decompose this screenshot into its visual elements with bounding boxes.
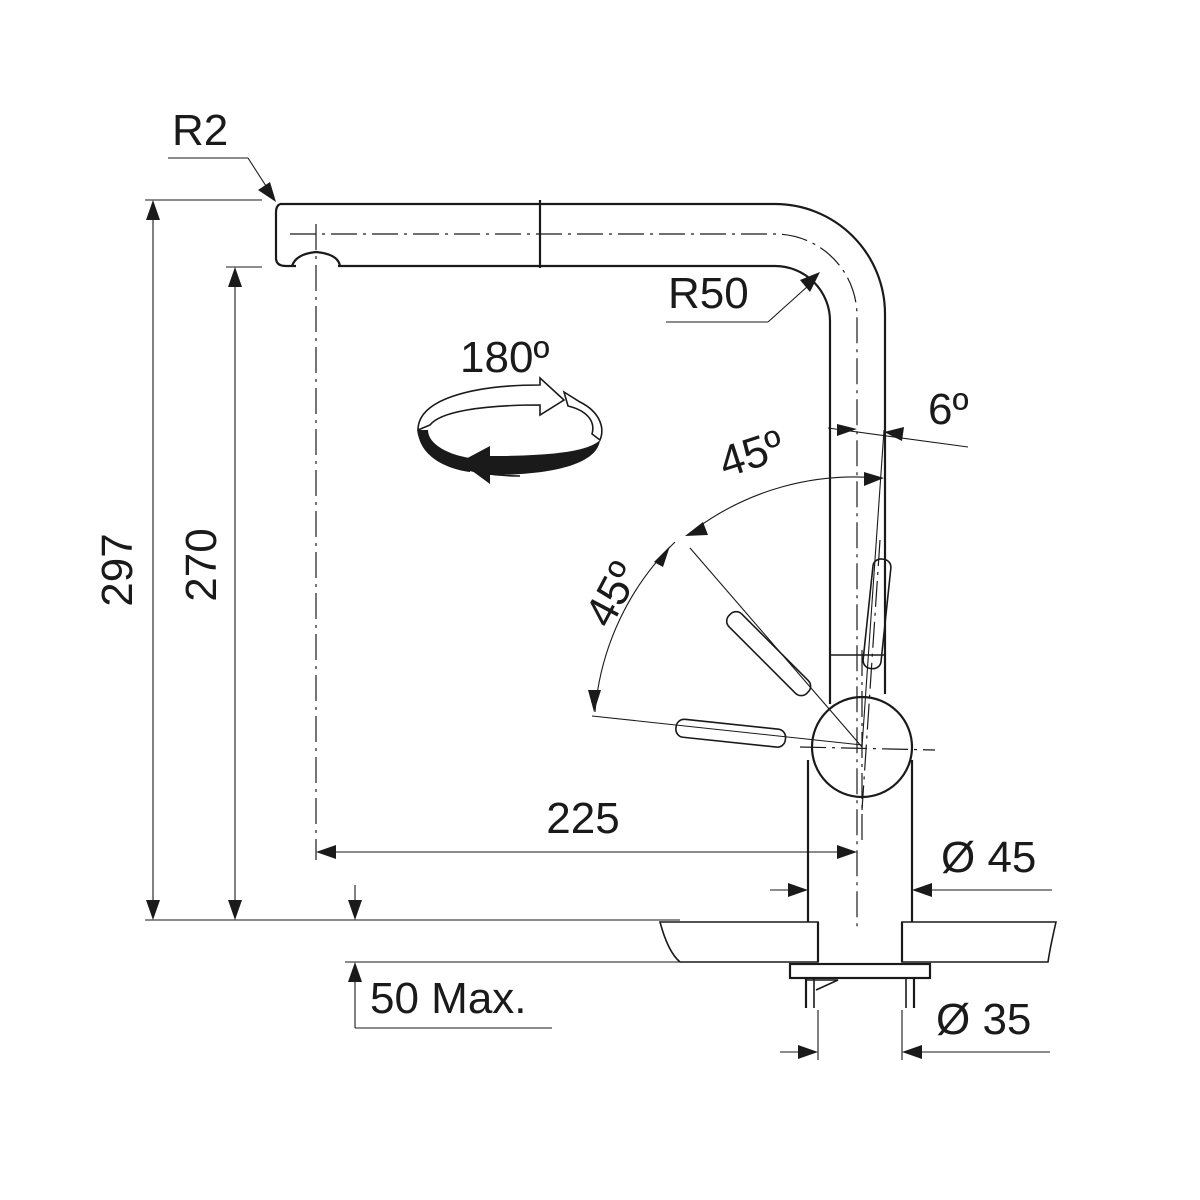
dimension-dia-45: Ø 45 [770,833,1052,897]
lever-positions [675,558,892,748]
dia-35-label: Ø 35 [936,995,1031,1044]
r50-label: R50 [668,269,749,318]
height-270-label: 270 [177,528,226,601]
callout-r50: R50 [666,269,820,323]
countertop [658,921,1058,963]
angle-6: 6º [827,385,969,448]
reach-225-label: 225 [546,794,619,843]
dimension-270: 270 [177,266,262,920]
rotation-180-icon: 180º [417,333,603,484]
max-50-label: 50 Max. [370,974,527,1023]
dimension-225: 225 [316,794,857,859]
angle-6-label: 6º [928,385,969,434]
rotation-label: 180º [460,333,549,382]
callout-r2: R2 [168,106,276,202]
dimension-297: 297 [93,199,680,921]
dimension-50-max: 50 Max. [345,885,680,1029]
angle-45-upper-label: 45º [713,421,790,488]
center-lines [290,224,936,930]
height-297-label: 297 [93,533,142,606]
dimension-dia-35: Ø 35 [780,995,1050,1060]
angle-45-arcs: 45º 45º [576,421,884,713]
angle-45-left-label: 45º [576,554,650,634]
r2-label: R2 [172,106,228,155]
dia-45-label: Ø 45 [941,833,1036,882]
faucet-body [274,200,932,1008]
